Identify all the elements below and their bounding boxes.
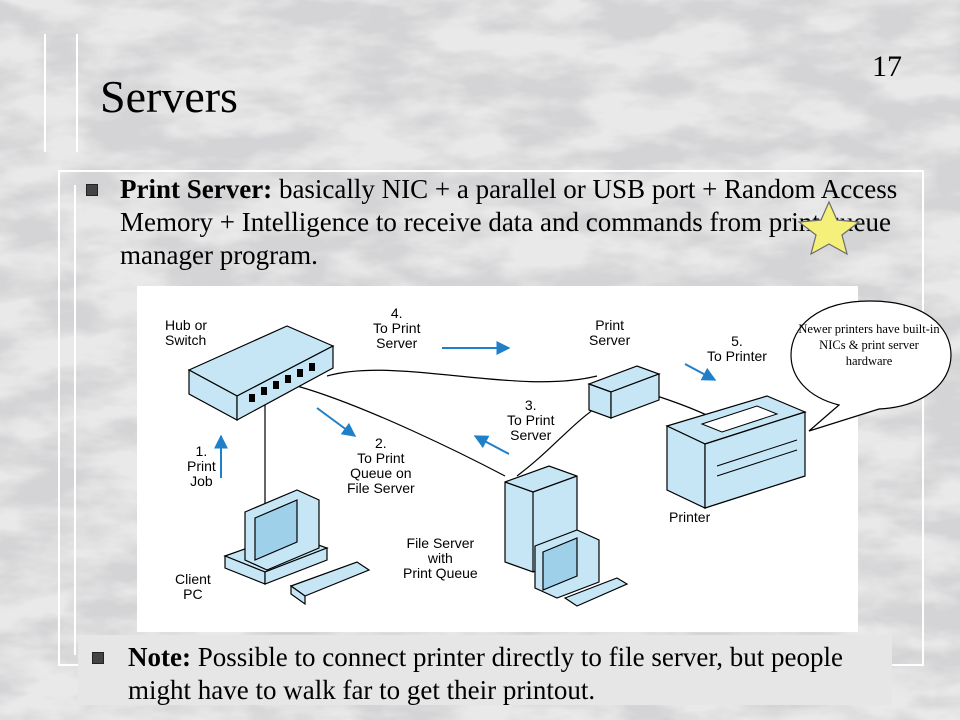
- callout-text: Newer printers have built-in NICs & prin…: [798, 322, 940, 368]
- note-bullet: Note: Possible to connect printer direct…: [128, 641, 898, 707]
- cable-hub-printserver: [326, 369, 598, 383]
- step3-label: 3. To Print Server: [507, 397, 555, 443]
- hub-label: Hub or Switch: [165, 317, 208, 348]
- step5-label: 5. To Printer: [707, 333, 767, 364]
- print-server-bullet: Print Server: basically NIC + a parallel…: [120, 173, 910, 272]
- client-pc-icon: [223, 489, 371, 606]
- page-number: 17: [872, 50, 902, 83]
- note-term: Note:: [128, 642, 191, 672]
- print-server-label: Print Server: [589, 317, 631, 348]
- print-server-description: basically NIC + a parallel or USB port +…: [120, 174, 898, 270]
- star-icon: [797, 200, 861, 256]
- printer-icon: [665, 395, 807, 509]
- cable-hub-fileserver: [296, 385, 506, 477]
- file-server-label: File Server with Print Queue: [403, 535, 478, 581]
- hub-icon: [187, 325, 335, 422]
- arrow-step3: [473, 435, 510, 455]
- arrow-step2: [316, 407, 357, 437]
- diagram-drawing: [187, 325, 807, 607]
- network-diagram: Hub or Switch 4. To Print Server Print S…: [137, 286, 858, 632]
- note-description: Possible to connect printer directly to …: [128, 642, 843, 705]
- print-server-term: Print Server:: [120, 174, 273, 204]
- note-background: [78, 635, 892, 705]
- arrow-step5: [684, 363, 717, 381]
- bullet-icon: [86, 184, 98, 196]
- callout-bubble: [790, 300, 952, 432]
- title-frame-lines: [44, 34, 78, 152]
- client-label: Client PC: [175, 571, 211, 602]
- step4-label: 4. To Print Server: [373, 305, 421, 351]
- slide-title: Servers: [100, 71, 238, 122]
- print-server-icon: [587, 365, 661, 419]
- step2-label: 2. To Print Queue on File Server: [347, 435, 415, 496]
- printer-label: Printer: [669, 509, 711, 525]
- step1-label: 1. Print Job: [187, 443, 216, 489]
- content-frame-inner-line: [74, 185, 76, 655]
- file-server-icon: [504, 465, 629, 607]
- bullet-icon: [92, 652, 104, 664]
